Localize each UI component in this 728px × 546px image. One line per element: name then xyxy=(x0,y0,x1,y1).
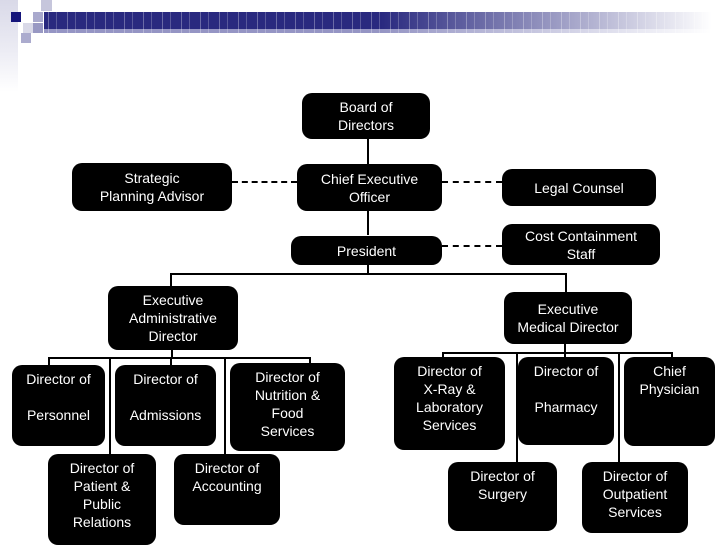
connector-right-horizontal xyxy=(442,352,673,354)
connector-to-xray xyxy=(442,352,444,357)
node-chief-executive-officer: Chief Executive Officer xyxy=(297,164,442,211)
decor-square-light xyxy=(41,0,52,11)
node-director-of-surgery: Director of Surgery xyxy=(448,462,557,531)
decor-square-medium xyxy=(33,12,43,22)
node-board-of-directors: Board of Directors xyxy=(302,93,430,139)
decor-square-medium2 xyxy=(33,23,43,33)
connector-execmed-down xyxy=(564,344,566,352)
node-legal-counsel: Legal Counsel xyxy=(502,169,656,206)
connector-president-main xyxy=(367,265,369,274)
connector-to-admissions xyxy=(170,357,172,365)
dashed-connector-ceo-legal xyxy=(442,181,502,183)
connector-main-execadmin xyxy=(170,273,172,286)
connector-main-horizontal xyxy=(170,273,567,275)
node-cost-containment-staff: Cost Containment Staff xyxy=(502,224,660,265)
connector-to-surgery xyxy=(516,352,518,462)
node-director-of-patient-public-relations: Director of Patient & Public Relations xyxy=(48,454,156,545)
connector-left-horizontal xyxy=(48,357,311,359)
connector-board-ceo xyxy=(367,139,369,164)
node-executive-administrative-director: Executive Administrative Director xyxy=(108,286,238,350)
dashed-connector-president-cost xyxy=(442,245,502,247)
node-director-of-admissions: Director of Admissions xyxy=(115,365,216,446)
decor-square-dark xyxy=(11,12,21,22)
decor-left-band xyxy=(0,0,18,92)
connector-to-personnel xyxy=(48,357,50,365)
node-director-of-xray-laboratory-services: Director of X-Ray & Laboratory Services xyxy=(394,357,505,450)
node-director-of-nutrition-food-services: Director of Nutrition & Food Services xyxy=(230,363,345,451)
node-director-of-pharmacy: Director of Pharmacy xyxy=(518,357,614,445)
decor-striped-banner xyxy=(44,12,718,33)
node-president: President xyxy=(291,236,442,265)
connector-to-pharmacy xyxy=(564,352,566,357)
connector-main-execmed xyxy=(565,273,567,292)
connector-to-chief xyxy=(671,352,673,357)
node-director-of-outpatient-services: Director of Outpatient Services xyxy=(582,462,688,533)
connector-execadmin-down xyxy=(171,350,173,357)
connector-to-accounting xyxy=(224,357,226,454)
connector-to-outpatient xyxy=(618,352,620,462)
node-executive-medical-director: Executive Medical Director xyxy=(504,292,632,344)
dashed-connector-strategic-ceo xyxy=(232,181,297,183)
decor-square-medium3 xyxy=(21,33,31,43)
connector-to-patient xyxy=(109,357,111,454)
decor-square-pale xyxy=(23,23,33,33)
node-strategic-planning-advisor: Strategic Planning Advisor xyxy=(72,163,232,211)
node-director-of-personnel: Director of Personnel xyxy=(12,365,105,446)
connector-to-nutrition xyxy=(309,357,311,363)
connector-ceo-president xyxy=(367,211,369,235)
node-director-of-accounting: Director of Accounting xyxy=(174,454,280,525)
node-chief-physician: Chief Physician xyxy=(624,357,715,446)
